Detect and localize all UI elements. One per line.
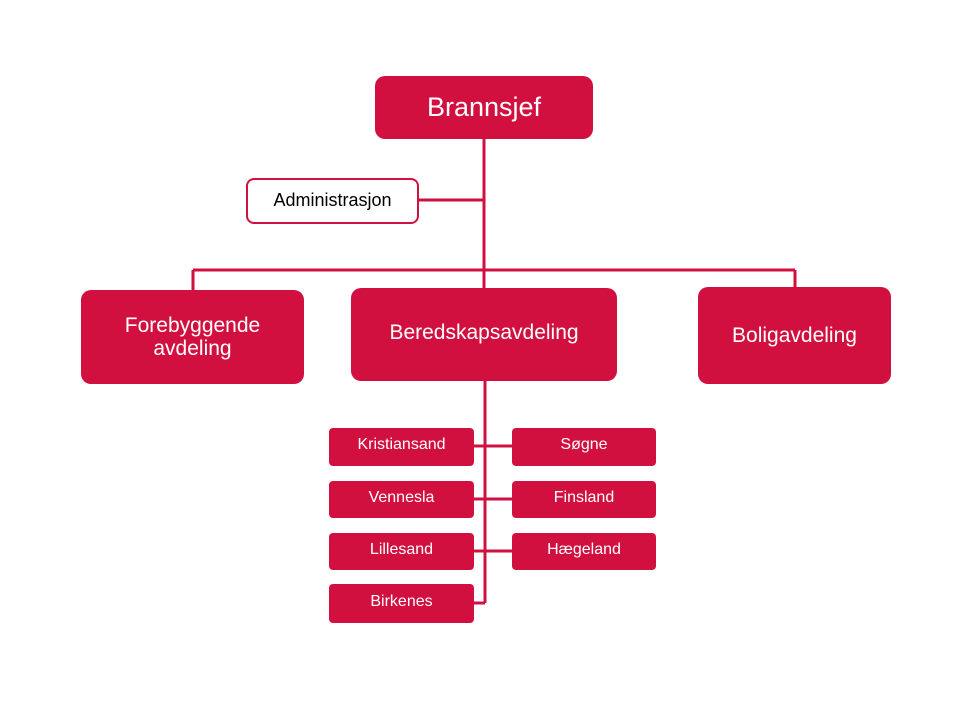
administrasjon-box: Administrasjon bbox=[246, 178, 419, 224]
brannsjef-box: Brannsjef bbox=[375, 76, 593, 139]
beredskapsavdeling-label: Beredskapsavdeling bbox=[389, 321, 579, 344]
beredskapsavdeling-box: Beredskapsavdeling bbox=[351, 288, 617, 381]
boligavdeling-box: Boligavdeling bbox=[698, 287, 891, 384]
station-finsland-box: Finsland bbox=[512, 481, 656, 518]
station-sogne-label: Søgne bbox=[560, 436, 608, 454]
station-lillesand-label: Lillesand bbox=[369, 540, 434, 558]
station-haegeland-box: Hægeland bbox=[512, 533, 656, 570]
station-kristiansand-label: Kristiansand bbox=[357, 436, 446, 454]
station-vennesla-box: Vennesla bbox=[329, 481, 474, 518]
boligavdeling-label: Boligavdeling bbox=[732, 323, 857, 347]
forebyggende-label-line1: Forebyggende bbox=[124, 313, 261, 337]
station-lillesand-box: Lillesand bbox=[329, 533, 474, 570]
station-birkenes-box: Birkenes bbox=[329, 584, 474, 623]
station-sogne-box: Søgne bbox=[512, 428, 656, 466]
forebyggende-avdeling-box: Forebyggende avdeling bbox=[81, 290, 304, 384]
station-birkenes-label: Birkenes bbox=[370, 592, 433, 610]
brannsjef-label: Brannsjef bbox=[426, 91, 542, 122]
station-haegeland-label: Hægeland bbox=[547, 540, 621, 558]
station-kristiansand-box: Kristiansand bbox=[329, 428, 474, 466]
station-finsland-label: Finsland bbox=[553, 488, 615, 506]
forebyggende-label-line2: avdeling bbox=[153, 337, 232, 360]
administrasjon-label: Administrasjon bbox=[273, 190, 392, 211]
station-vennesla-label: Vennesla bbox=[368, 488, 435, 506]
